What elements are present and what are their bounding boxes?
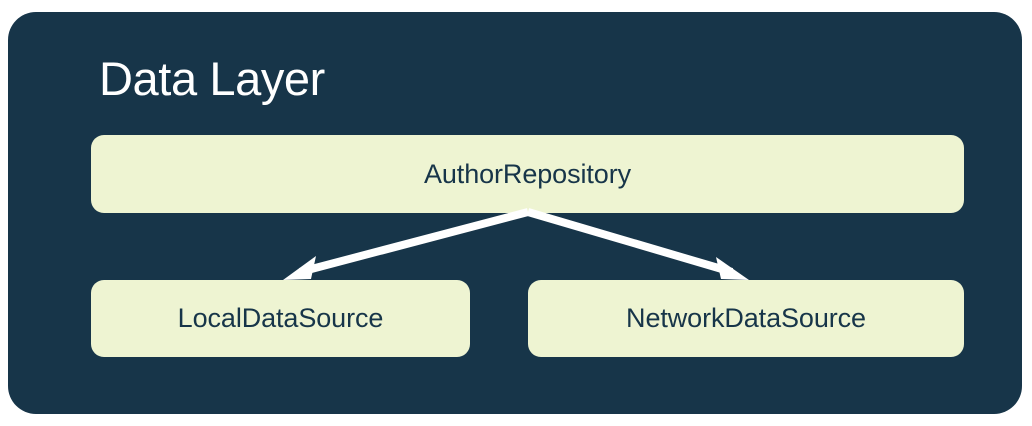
node-author-repository[interactable]: AuthorRepository	[91, 135, 964, 213]
node-label: NetworkDataSource	[626, 303, 866, 333]
page-title: Data Layer	[99, 52, 325, 105]
node-label: AuthorRepository	[423, 158, 631, 189]
node-label: LocalDataSource	[177, 303, 384, 333]
node-local-data-source[interactable]: LocalDataSource	[91, 280, 470, 357]
node-network-data-source[interactable]: NetworkDataSource	[528, 280, 964, 357]
